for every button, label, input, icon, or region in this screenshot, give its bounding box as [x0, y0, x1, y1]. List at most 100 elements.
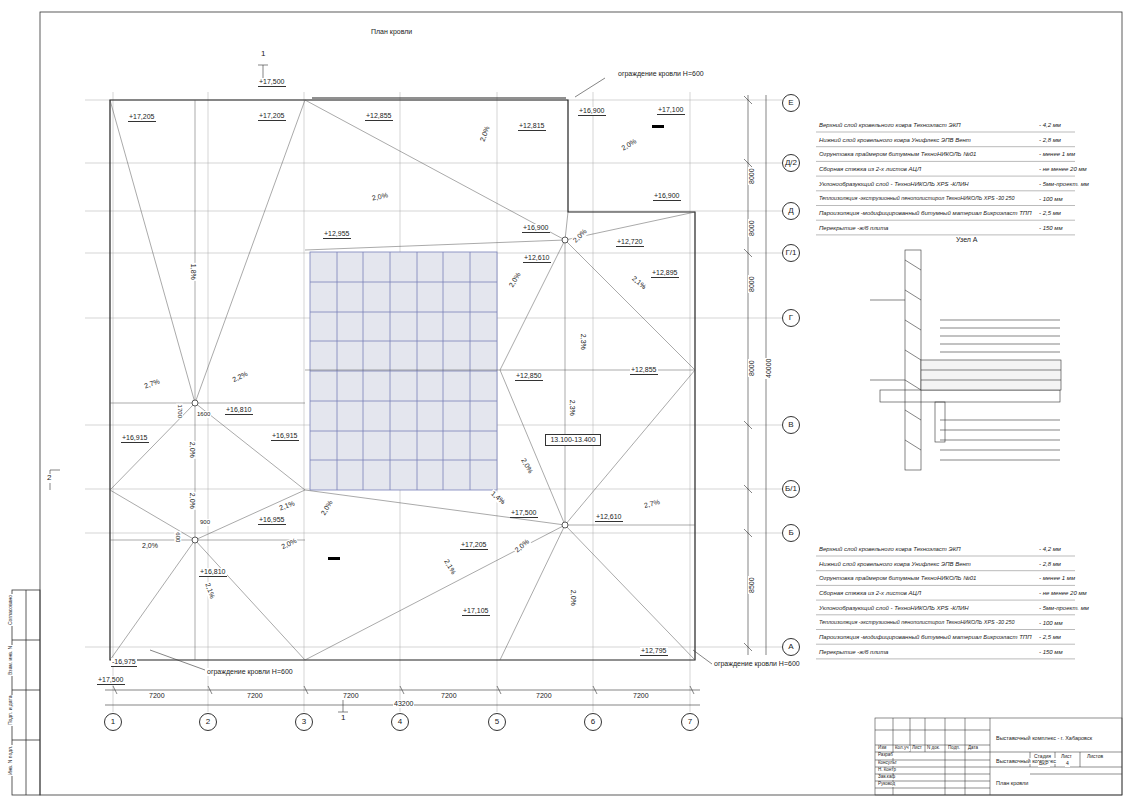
level-box: 13.100-13.400	[545, 434, 600, 446]
layer-thickness: - 100 мм	[1038, 620, 1064, 627]
slope-mark: 2,7%	[142, 377, 162, 390]
slope-mark: 2,1%	[442, 557, 458, 576]
axis-bubble: 1	[104, 713, 122, 731]
stamp-cell: Взам. инв. N	[8, 644, 14, 675]
node-text: 3	[302, 718, 306, 727]
slope-mark: 1,8%	[189, 263, 197, 281]
slope-mark: 2,0%	[279, 537, 299, 552]
layer-name: Уклонообразующий слой - ТехноНИКОЛЬ XPS …	[818, 181, 970, 188]
dimension: 7200	[535, 692, 553, 700]
layer-name: Верхний слой кровельного ковра Техноэлас…	[818, 122, 962, 129]
table-rule	[816, 132, 1075, 133]
layer-thickness: - не менее 20 мм	[1038, 590, 1088, 597]
level-mark: +12,795	[640, 647, 668, 656]
table-rule	[816, 220, 1075, 221]
node-text: Г/1	[785, 249, 796, 258]
axis-bubble: 5	[488, 713, 506, 731]
table-rule	[816, 146, 1075, 147]
table-rule	[816, 190, 1075, 191]
dimension: 1700	[176, 404, 183, 419]
stamp-cell: Инв. N подл.	[8, 744, 14, 775]
layer-name: Пароизоляция -модифицированный битумный …	[818, 210, 1033, 217]
title-block-cell: Н. Контр	[877, 768, 897, 773]
layer-thickness: - 4,2 мм	[1038, 546, 1062, 553]
layer-name: Сборная стяжка из 2-х листов АЦЛ	[818, 590, 922, 597]
layer-name: Теплоизоляция -экструзионный пенополисти…	[818, 620, 1015, 626]
level-mark: +16,900	[522, 224, 550, 233]
axis-bubble: В	[782, 416, 800, 434]
dimension: 8000	[748, 275, 756, 293]
section-mark: 2	[46, 474, 52, 483]
node-text: 6	[591, 718, 595, 727]
layer-thickness: - 2,5 мм	[1038, 210, 1062, 217]
node-text: Б	[788, 529, 793, 538]
slope-mark: 2,1%	[630, 274, 649, 291]
node-text: Д/2	[785, 159, 797, 168]
dimension: 43200	[393, 700, 414, 708]
table-rule	[816, 234, 1075, 235]
level-mark: +12,855	[365, 112, 393, 121]
layer-name: Нижний слой кровельного ковра Унифлекс Э…	[818, 561, 972, 568]
slope-mark: 2,0%	[571, 227, 589, 245]
layer-name: Нижний слой кровельного ковра Унифлекс Э…	[818, 137, 972, 144]
level-mark: +12,720	[616, 238, 644, 247]
layer-thickness: - 2,8 мм	[1038, 137, 1062, 144]
callout-note: ограждение кровли Н=600	[713, 660, 801, 668]
slope-mark: 2,0%	[188, 492, 196, 510]
table-rule	[816, 614, 1075, 615]
level-mark: +16,900	[578, 107, 606, 116]
layer-thickness: - 2,5 мм	[1038, 634, 1062, 641]
dimension: 7200	[246, 692, 264, 700]
axis-bubble: Б	[782, 524, 800, 542]
slope-mark: 2,0%	[188, 441, 196, 459]
table-rule	[816, 161, 1075, 162]
level-mark: +12,815	[518, 122, 546, 131]
title-block-cell: План кровли	[995, 780, 1029, 786]
dimension: 1600	[196, 411, 211, 418]
title-block-cell: Руковод	[877, 782, 896, 787]
table-rule	[816, 658, 1075, 659]
section-mark: 1	[260, 50, 266, 59]
node-text: В	[788, 421, 793, 430]
level-mark: +17,205	[258, 112, 286, 121]
axis-bubble: Е	[782, 94, 800, 112]
dimension: 900	[199, 519, 211, 526]
level-mark: -16,975	[111, 658, 137, 667]
slope-mark: 2,0%	[370, 191, 389, 202]
slope-mark: 2,0%	[569, 589, 577, 607]
title-block-cell: Стадия	[1033, 754, 1052, 760]
level-mark: +17,500	[258, 78, 286, 87]
layer-name: Огрунтовка праймером битумным ТехноНИКОЛ…	[818, 575, 977, 582]
dimension: 7200	[632, 692, 650, 700]
axis-bubble: Д/2	[782, 154, 800, 172]
title-block-cell: Дата	[967, 746, 979, 751]
slope-mark: 2,7%	[642, 498, 661, 510]
title-block-cell: ВКР	[1038, 761, 1050, 767]
title-block-cell: Зав.каф	[877, 775, 896, 780]
title-block-cell: Лист	[1060, 754, 1073, 760]
axis-bubble: Д	[782, 202, 800, 220]
level-mark: +16,810	[225, 406, 253, 415]
layer-name: Теплоизоляция -экструзионный пенополисти…	[818, 196, 1015, 202]
layer-thickness: - не менее 20 мм	[1038, 166, 1088, 173]
axis-bubble: 4	[391, 713, 409, 731]
node-text: 4	[398, 718, 402, 727]
layer-thickness: - менее 1 мм	[1038, 575, 1076, 582]
callout-note: ограждение кровли Н=600	[206, 668, 294, 676]
level-mark: +12,855	[630, 366, 658, 375]
level-mark: +17,500	[97, 676, 125, 685]
layer-thickness: - 2,8 мм	[1038, 561, 1062, 568]
layer-name: Уклонообразующий слой - ТехноНИКОЛЬ XPS …	[818, 605, 970, 612]
slope-mark: 2,0%	[519, 456, 535, 475]
axis-bubble: 3	[295, 713, 313, 731]
layer-thickness: - 4,2 мм	[1038, 122, 1062, 129]
node-text: Д	[788, 207, 793, 216]
slope-mark: 2,2%	[230, 370, 250, 385]
node-text: Г	[789, 314, 793, 323]
level-mark: +12,895	[651, 269, 679, 278]
layer-thickness: - 150 мм	[1038, 649, 1064, 656]
level-mark: +17,100	[657, 106, 685, 115]
axis-bubble: Б/1	[782, 480, 800, 498]
dimension: 600	[175, 531, 182, 543]
level-mark: +16,955	[258, 516, 286, 525]
